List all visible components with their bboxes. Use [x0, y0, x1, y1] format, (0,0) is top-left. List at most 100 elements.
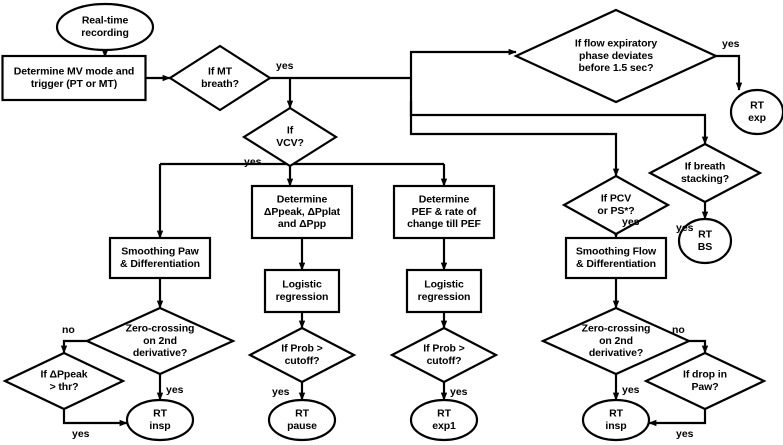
node-shape-ellipse	[581, 398, 651, 442]
node-label: If ΔPpeak	[41, 369, 88, 381]
node-label: regression	[418, 291, 471, 303]
node-label: change till PEF	[407, 218, 481, 230]
edge-label-lbl-prob1-yes: yes	[272, 386, 290, 398]
edge-label-lbl-stacking-yes: yes	[676, 222, 694, 234]
node-label: If MT	[208, 66, 233, 78]
node-shape-diamond	[643, 351, 767, 411]
node-label: Determine	[419, 194, 470, 206]
node-label: phase deviates	[579, 50, 653, 62]
node-label: Real-time	[82, 15, 129, 27]
connector-trunk-down-stacking	[409, 78, 709, 145]
edge-label-lbl-droppaw-yes: yes	[676, 428, 694, 440]
edge-label-lbl-zeroL-yes: yes	[166, 384, 184, 396]
node-label: VCV?	[276, 137, 304, 149]
node-label: RT	[750, 100, 764, 112]
edge-label-lbl-zeroR-yes: yes	[622, 384, 640, 396]
node-label: RT	[698, 229, 712, 241]
node-label: recording	[81, 27, 129, 39]
node-label: Determine	[277, 194, 328, 206]
node-label: If Prob >	[281, 343, 322, 355]
node-shape-diamond	[2, 351, 126, 411]
node-shape-rect	[405, 268, 483, 314]
node-shape-rect	[564, 236, 668, 280]
edge-label-lbl-ifmt-yes: yes	[276, 60, 294, 72]
node-label: stacking?	[681, 173, 729, 185]
node-label: Zero-crossing	[582, 323, 651, 335]
node-label: cutoff?	[427, 355, 462, 367]
node-label: ΔPpeak, ΔPplat	[264, 206, 341, 218]
connector-dppeak-yes	[62, 409, 128, 427]
connectors-layer	[60, 48, 743, 427]
node-shape-ellipse	[409, 398, 479, 442]
edge-label-lbl-flowexp-yes: yes	[722, 38, 740, 50]
node-shape-rect	[108, 236, 212, 280]
node-shape-diamond	[389, 326, 499, 384]
node-label: Logistic	[424, 279, 464, 291]
edge-label-lbl-pcv-yes: yes	[622, 216, 640, 228]
node-label: regression	[276, 291, 329, 303]
node-label: insp	[605, 420, 626, 432]
node-shape-ellipse	[125, 398, 195, 442]
node-label: Smoothing Paw	[121, 246, 199, 258]
connector-trunk-up-to-flowexp	[409, 48, 517, 78]
connector-flowexp-yes	[716, 54, 743, 91]
edge-label-lbl-prob2-yes: yes	[450, 386, 468, 398]
node-label: pause	[287, 420, 317, 432]
node-if_prob_2: If Prob >cutoff?	[389, 326, 499, 384]
connector-zeroR-no	[689, 339, 709, 354]
node-label: Logistic	[282, 279, 322, 291]
node-label: If PCV	[601, 193, 631, 205]
node-if_prob_1: If Prob >cutoff?	[247, 326, 357, 384]
node-shape-diamond	[84, 306, 236, 376]
edge-label-lbl-zeroR-no: no	[672, 324, 685, 336]
node-label: breath?	[201, 78, 239, 90]
node-smooth_paw: Smoothing Paw& Differentiation	[108, 236, 212, 280]
node-shape-ellipse	[55, 2, 155, 52]
edge-label-lbl-vcv-yes: yes	[244, 156, 262, 168]
node-shape-rect	[1, 54, 147, 102]
node-shape-diamond	[540, 306, 692, 376]
node-label: cutoff?	[285, 355, 320, 367]
node-shape-diamond	[241, 106, 339, 168]
node-label: derivative?	[589, 347, 643, 359]
connector-zeroL-no	[60, 339, 87, 354]
node-label: exp	[748, 112, 766, 124]
edge-label-lbl-zeroL-no: no	[62, 324, 75, 336]
node-shape-ellipse	[729, 88, 783, 136]
node-label: If	[287, 125, 294, 137]
node-label: RT	[437, 408, 451, 420]
node-label: RT	[609, 408, 623, 420]
node-label: and ΔPpp	[278, 218, 326, 230]
node-label: If drop in	[683, 369, 727, 381]
node-shape-diamond	[647, 142, 763, 204]
node-shape-diamond	[513, 8, 719, 104]
node-label: RT	[153, 408, 167, 420]
node-shape-ellipse	[677, 217, 733, 265]
node-shape-rect	[250, 184, 354, 240]
node-label: insp	[149, 420, 170, 432]
node-label: derivative?	[133, 347, 187, 359]
connector-droppaw-yes	[648, 409, 707, 427]
connector-trunk-down-pcv	[409, 101, 620, 177]
node-shape-rect	[263, 268, 341, 314]
node-label: > thr?	[50, 381, 79, 393]
node-label: Determine MV mode and	[14, 66, 134, 78]
